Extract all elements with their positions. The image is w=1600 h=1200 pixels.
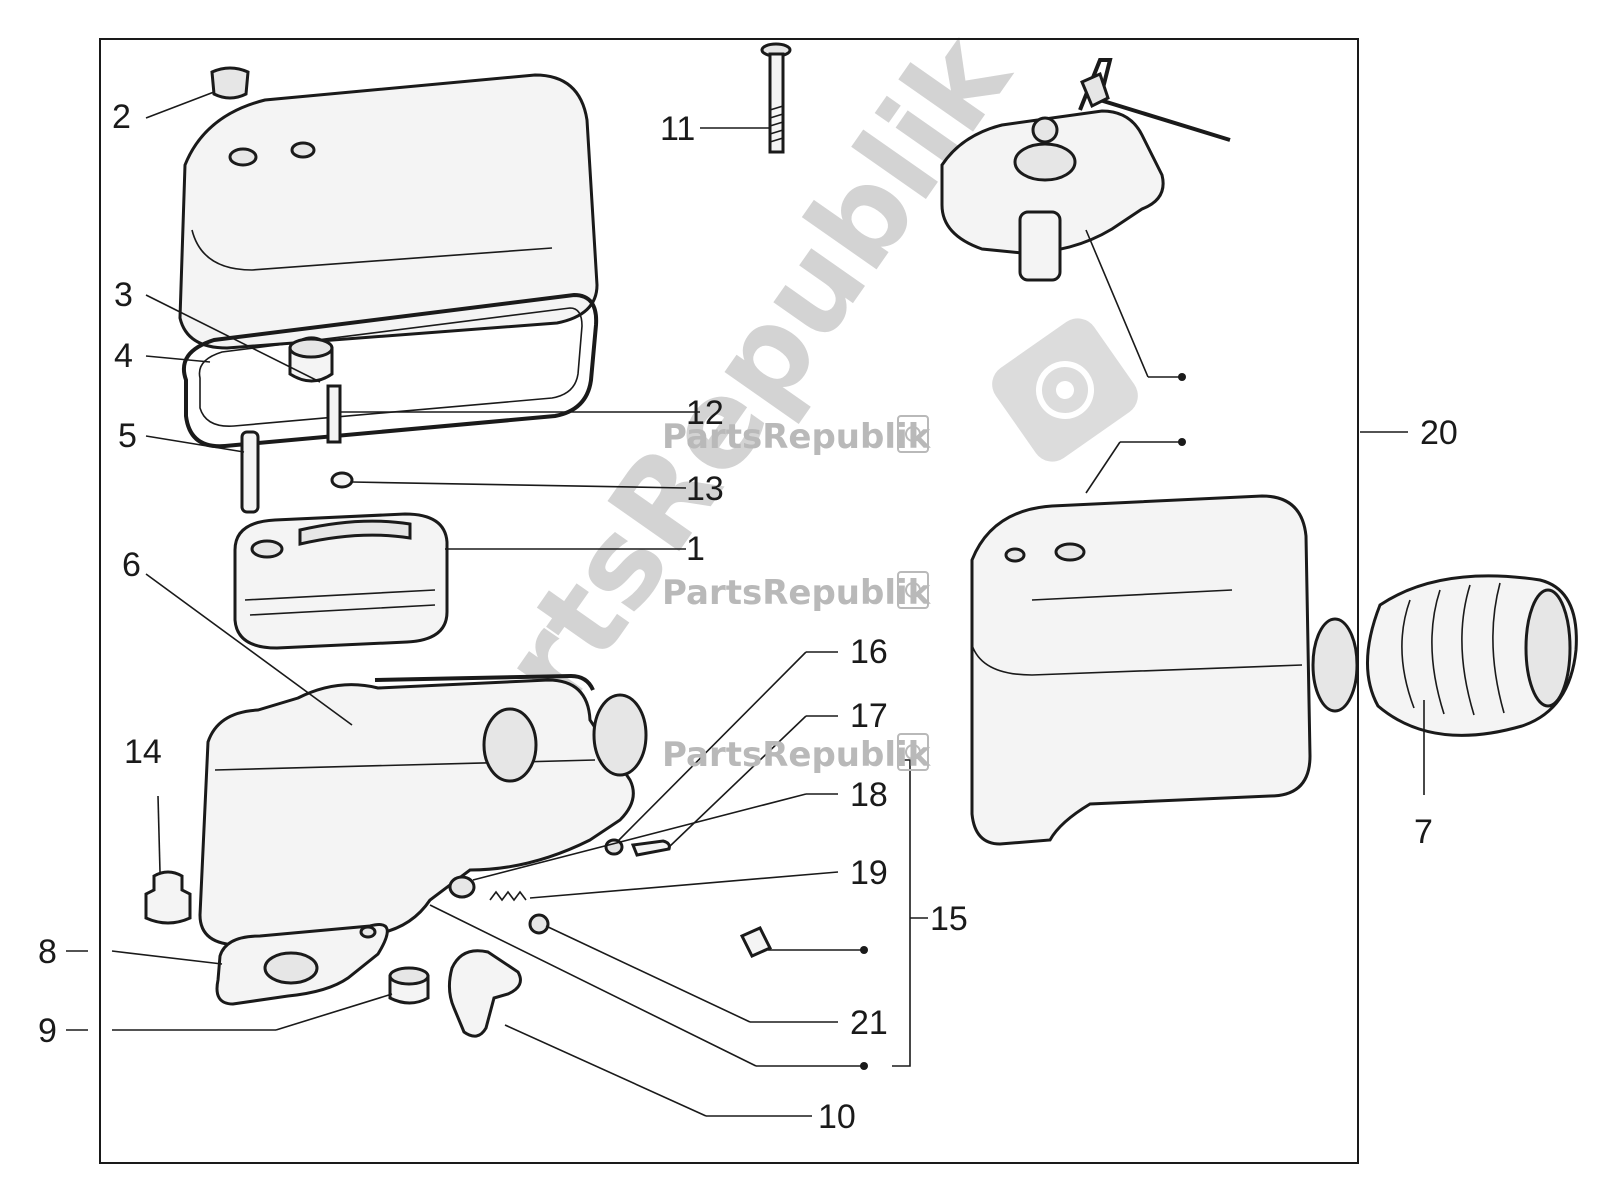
callout-1: 1 xyxy=(686,530,705,568)
gear-icon xyxy=(897,415,929,453)
callout-11: 11 xyxy=(660,110,695,148)
gear-inner-icon xyxy=(905,582,921,598)
callout-15: 15 xyxy=(930,900,968,938)
watermark-logo-large xyxy=(992,318,1138,462)
leader-lines xyxy=(66,91,1425,1117)
watermark-row-2: PartsRepublik xyxy=(662,571,932,613)
callout-6: 6 xyxy=(122,546,141,584)
callout-5: 5 xyxy=(118,417,137,455)
part-7-bellows xyxy=(1366,574,1578,737)
watermark-text: PartsRepublik xyxy=(662,417,932,457)
part-2-cap xyxy=(210,66,250,100)
part-20-carburettor-top xyxy=(940,58,1231,282)
part-19-spring xyxy=(489,890,527,902)
part-8-gasket xyxy=(215,923,389,1006)
callout-10: 10 xyxy=(818,1098,856,1136)
callout-numbers: 1 2 3 4 5 6 7 8 9 10 11 12 13 14 15 16 1… xyxy=(38,98,1458,1136)
callout-4: 4 xyxy=(114,337,133,375)
diagram-frame xyxy=(99,38,1359,1164)
callout-2: 2 xyxy=(112,98,131,136)
part-4-gasket xyxy=(182,292,599,449)
part-10-clamp xyxy=(447,949,522,1038)
callout-12: 12 xyxy=(686,394,724,432)
callout-3: 3 xyxy=(114,276,133,314)
part-1-filter xyxy=(233,512,449,650)
part-3-bush xyxy=(288,336,334,383)
part-5-pin xyxy=(240,430,260,514)
part-17-jet xyxy=(630,839,671,857)
gear-inner-icon xyxy=(905,426,921,442)
callout-20: 20 xyxy=(1420,414,1458,452)
part-18-jet xyxy=(448,875,476,899)
callout-19: 19 xyxy=(850,854,888,892)
callout-14: 14 xyxy=(124,733,162,771)
part-14-plug xyxy=(144,870,192,925)
part-12-stud xyxy=(326,384,342,444)
part-21-ball xyxy=(528,913,550,935)
part-9-nut xyxy=(388,966,430,1005)
part-11-screw xyxy=(760,42,792,154)
callout-21: 21 xyxy=(850,1004,888,1042)
part-20-carburettor-body xyxy=(970,494,1359,846)
part-airbox-housing xyxy=(198,673,648,947)
callout-8: 8 xyxy=(38,933,57,971)
gear-hub-icon xyxy=(1056,381,1074,399)
part-16-jet xyxy=(604,838,624,856)
callout-7: 7 xyxy=(1414,813,1433,851)
callout-9: 9 xyxy=(38,1012,57,1050)
callout-16: 16 xyxy=(850,633,888,671)
part-13-clip xyxy=(330,471,354,489)
gear-icon xyxy=(1036,361,1094,419)
part-screw-nipple xyxy=(739,926,773,958)
callout-17: 17 xyxy=(850,697,888,735)
watermark-text: PartsRepublik xyxy=(662,573,932,613)
watermark-row-1: PartsRepublik xyxy=(662,415,932,457)
gear-icon xyxy=(897,733,929,771)
gear-inner-icon xyxy=(905,744,921,760)
watermark-text: PartsRepublik xyxy=(662,735,932,775)
gear-icon xyxy=(897,571,929,609)
part-airbox-lid xyxy=(178,73,599,350)
callout-18: 18 xyxy=(850,776,888,814)
watermark-row-3: PartsRepublik xyxy=(662,733,932,775)
callout-13: 13 xyxy=(686,470,724,508)
